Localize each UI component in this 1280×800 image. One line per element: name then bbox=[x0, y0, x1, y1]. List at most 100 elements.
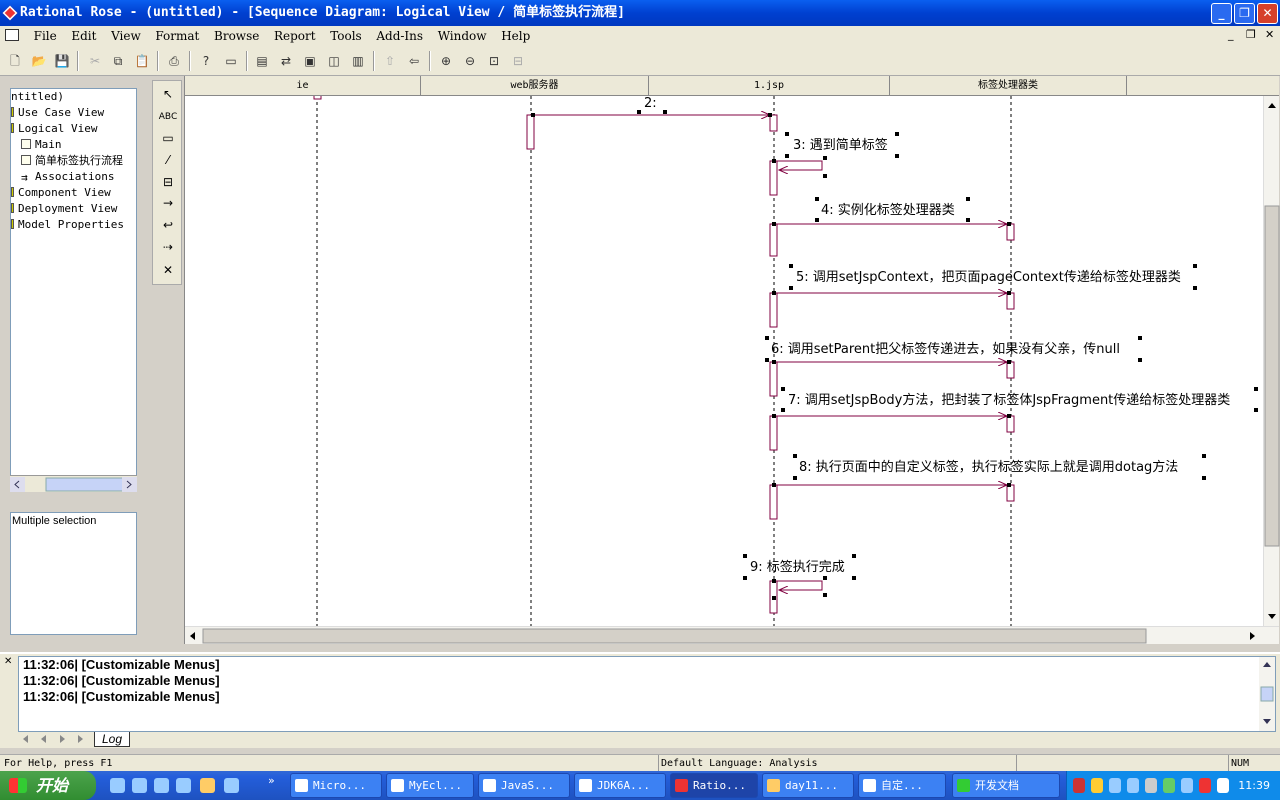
title-bar: Rational Rose - (untitled) - [Sequence D… bbox=[0, 0, 1280, 26]
task-button-active[interactable]: Ratio... bbox=[670, 773, 758, 798]
close-button[interactable]: ✕ bbox=[1257, 3, 1278, 24]
parent-icon[interactable]: ⇧ bbox=[384, 54, 396, 68]
browser-item-associations[interactable]: ⇉Associations bbox=[21, 170, 115, 184]
task-button[interactable]: day11... bbox=[762, 773, 854, 798]
mdi-restore-icon[interactable]: ❐ bbox=[1246, 28, 1256, 41]
menu-format[interactable]: Format bbox=[155, 29, 200, 43]
tray-icon[interactable] bbox=[1091, 778, 1103, 793]
menu-help[interactable]: Help bbox=[501, 29, 531, 43]
activation-tag-1 bbox=[1006, 223, 1015, 241]
browser-item-logical-view[interactable]: Logical View bbox=[11, 121, 136, 137]
browser-item-deployment-view[interactable]: Deployment View bbox=[11, 201, 136, 217]
log-close-icon[interactable]: ✕ bbox=[4, 656, 13, 667]
tray-icon[interactable] bbox=[1073, 778, 1085, 793]
menu-edit[interactable]: Edit bbox=[71, 29, 97, 43]
note-icon[interactable]: ▭ bbox=[162, 131, 174, 145]
task-button[interactable]: MyEcl... bbox=[386, 773, 474, 798]
tray-icon[interactable] bbox=[1109, 778, 1121, 793]
return-message-icon[interactable]: ⇢ bbox=[162, 240, 174, 254]
diagram-hscrollbar[interactable] bbox=[185, 626, 1279, 644]
menu-report[interactable]: Report bbox=[273, 29, 316, 43]
start-button[interactable]: 开始 bbox=[0, 771, 96, 800]
undo-fit-icon[interactable]: ⊟ bbox=[512, 54, 524, 68]
fit-window-icon[interactable]: ⊡ bbox=[488, 54, 500, 68]
task-button[interactable]: Micro... bbox=[290, 773, 382, 798]
tray-icon[interactable] bbox=[1217, 778, 1229, 793]
quicklaunch-icon[interactable] bbox=[224, 778, 239, 793]
task-button[interactable]: JDK6A... bbox=[574, 773, 666, 798]
tray-icon[interactable] bbox=[1127, 778, 1139, 793]
browser-item-main[interactable]: Main bbox=[11, 137, 136, 153]
browser-item-use-case-view[interactable]: Use Case View bbox=[11, 105, 136, 121]
menu-add-ins[interactable]: Add-Ins bbox=[376, 29, 424, 43]
maximize-button[interactable]: ❐ bbox=[1234, 3, 1255, 24]
anchor-note-icon[interactable]: ⁄ bbox=[166, 153, 169, 167]
folder-quicklaunch-icon[interactable] bbox=[200, 778, 215, 793]
lifeline-header-web-server[interactable]: web服务器 bbox=[421, 76, 649, 96]
statechart-icon[interactable]: ◫ bbox=[328, 54, 340, 68]
copy-icon[interactable]: ⧉ bbox=[113, 54, 123, 68]
browser-item-model-properties[interactable]: Model Properties bbox=[11, 217, 136, 233]
browser-item-sequence[interactable]: 简单标签执行流程 bbox=[11, 153, 136, 169]
lifeline-header-tag-handler[interactable]: 标签处理器类 bbox=[890, 76, 1127, 96]
browser-item-root[interactable]: ntitled) bbox=[11, 90, 64, 103]
ie-quicklaunch-icon[interactable] bbox=[110, 778, 125, 793]
task-button[interactable]: 开发文档 bbox=[952, 773, 1060, 798]
zoom-in-icon[interactable]: ⊕ bbox=[440, 54, 452, 68]
diagram-vscrollbar[interactable] bbox=[1263, 96, 1280, 626]
rose-app-icon[interactable] bbox=[2, 5, 18, 21]
object-icon[interactable]: ⊟ bbox=[162, 175, 174, 189]
lifeline-header-ie[interactable]: ie bbox=[185, 76, 421, 96]
deployment-diagram-icon[interactable]: ▥ bbox=[352, 54, 364, 68]
log-tab-scroll-buttons[interactable] bbox=[20, 732, 92, 746]
quicklaunch-icon[interactable] bbox=[176, 778, 191, 793]
browser-item-component-view[interactable]: Component View bbox=[11, 185, 136, 201]
quicklaunch-more-icon[interactable]: » bbox=[268, 774, 275, 787]
context-help-icon[interactable]: ? bbox=[202, 54, 210, 68]
message-icon[interactable]: → bbox=[162, 196, 174, 210]
log-line: 11:32:06| [Customizable Menus] bbox=[23, 689, 220, 704]
task-button[interactable]: JavaS... bbox=[478, 773, 570, 798]
document-icon[interactable] bbox=[5, 29, 19, 41]
zoom-out-icon[interactable]: ⊖ bbox=[464, 54, 476, 68]
text-box-icon[interactable]: ABC bbox=[158, 112, 178, 122]
menu-view[interactable]: View bbox=[111, 29, 141, 43]
cut-icon[interactable]: ✂ bbox=[89, 54, 101, 68]
window-title: Rational Rose - (untitled) - [Sequence D… bbox=[20, 5, 625, 20]
tray-icon[interactable] bbox=[1181, 778, 1193, 793]
quicklaunch-icon[interactable] bbox=[154, 778, 169, 793]
save-icon[interactable]: 💾 bbox=[54, 54, 70, 68]
lifeline-header-jsp[interactable]: 1.jsp bbox=[649, 76, 890, 96]
tray-icon[interactable] bbox=[1163, 778, 1175, 793]
menu-browse[interactable]: Browse bbox=[214, 29, 260, 43]
quicklaunch-icon[interactable] bbox=[132, 778, 147, 793]
menu-tools[interactable]: Tools bbox=[330, 29, 362, 43]
paste-icon[interactable]: 📋 bbox=[134, 54, 150, 68]
destruction-marker-icon[interactable]: ✕ bbox=[162, 263, 174, 277]
menu-file[interactable]: File bbox=[33, 29, 57, 43]
mdi-minimize-icon[interactable]: _ bbox=[1228, 28, 1234, 41]
component-diagram-icon[interactable]: ▣ bbox=[304, 54, 316, 68]
browser-toggle-icon[interactable]: ▭ bbox=[225, 54, 237, 68]
back-arrow-icon[interactable]: ⇦ bbox=[408, 54, 420, 68]
browser-hscrollbar[interactable] bbox=[10, 475, 137, 492]
tray-icon[interactable] bbox=[1199, 778, 1211, 793]
mdi-close-icon[interactable]: ✕ bbox=[1265, 28, 1275, 41]
tray-icon[interactable] bbox=[1145, 778, 1157, 793]
documentation-panel[interactable]: Multiple selection bbox=[10, 512, 137, 635]
message-to-self-icon[interactable]: ↩ bbox=[162, 218, 174, 232]
menu-window[interactable]: Window bbox=[437, 29, 487, 43]
selection-arrow-icon[interactable]: ↖ bbox=[162, 87, 174, 101]
activation-jsp-4 bbox=[769, 292, 778, 328]
sequence-diagram-canvas[interactable]: ie web服务器 1.jsp 标签处理器类 bbox=[184, 76, 1280, 644]
print-icon[interactable]: ⎙ bbox=[169, 54, 179, 68]
log-tab[interactable]: Log bbox=[94, 732, 130, 747]
log-content[interactable]: 11:32:06| [Customizable Menus] 11:32:06|… bbox=[18, 656, 1276, 732]
log-vscrollbar[interactable] bbox=[1259, 657, 1275, 731]
open-icon[interactable]: 📂 bbox=[31, 54, 47, 68]
minimize-button[interactable]: _ bbox=[1211, 3, 1232, 24]
task-button[interactable]: 自定... bbox=[858, 773, 946, 798]
interaction-diagram-icon[interactable]: ⇄ bbox=[280, 54, 292, 68]
new-icon[interactable]: 🗋 bbox=[10, 54, 20, 68]
class-diagram-icon[interactable]: ▤ bbox=[256, 54, 268, 68]
